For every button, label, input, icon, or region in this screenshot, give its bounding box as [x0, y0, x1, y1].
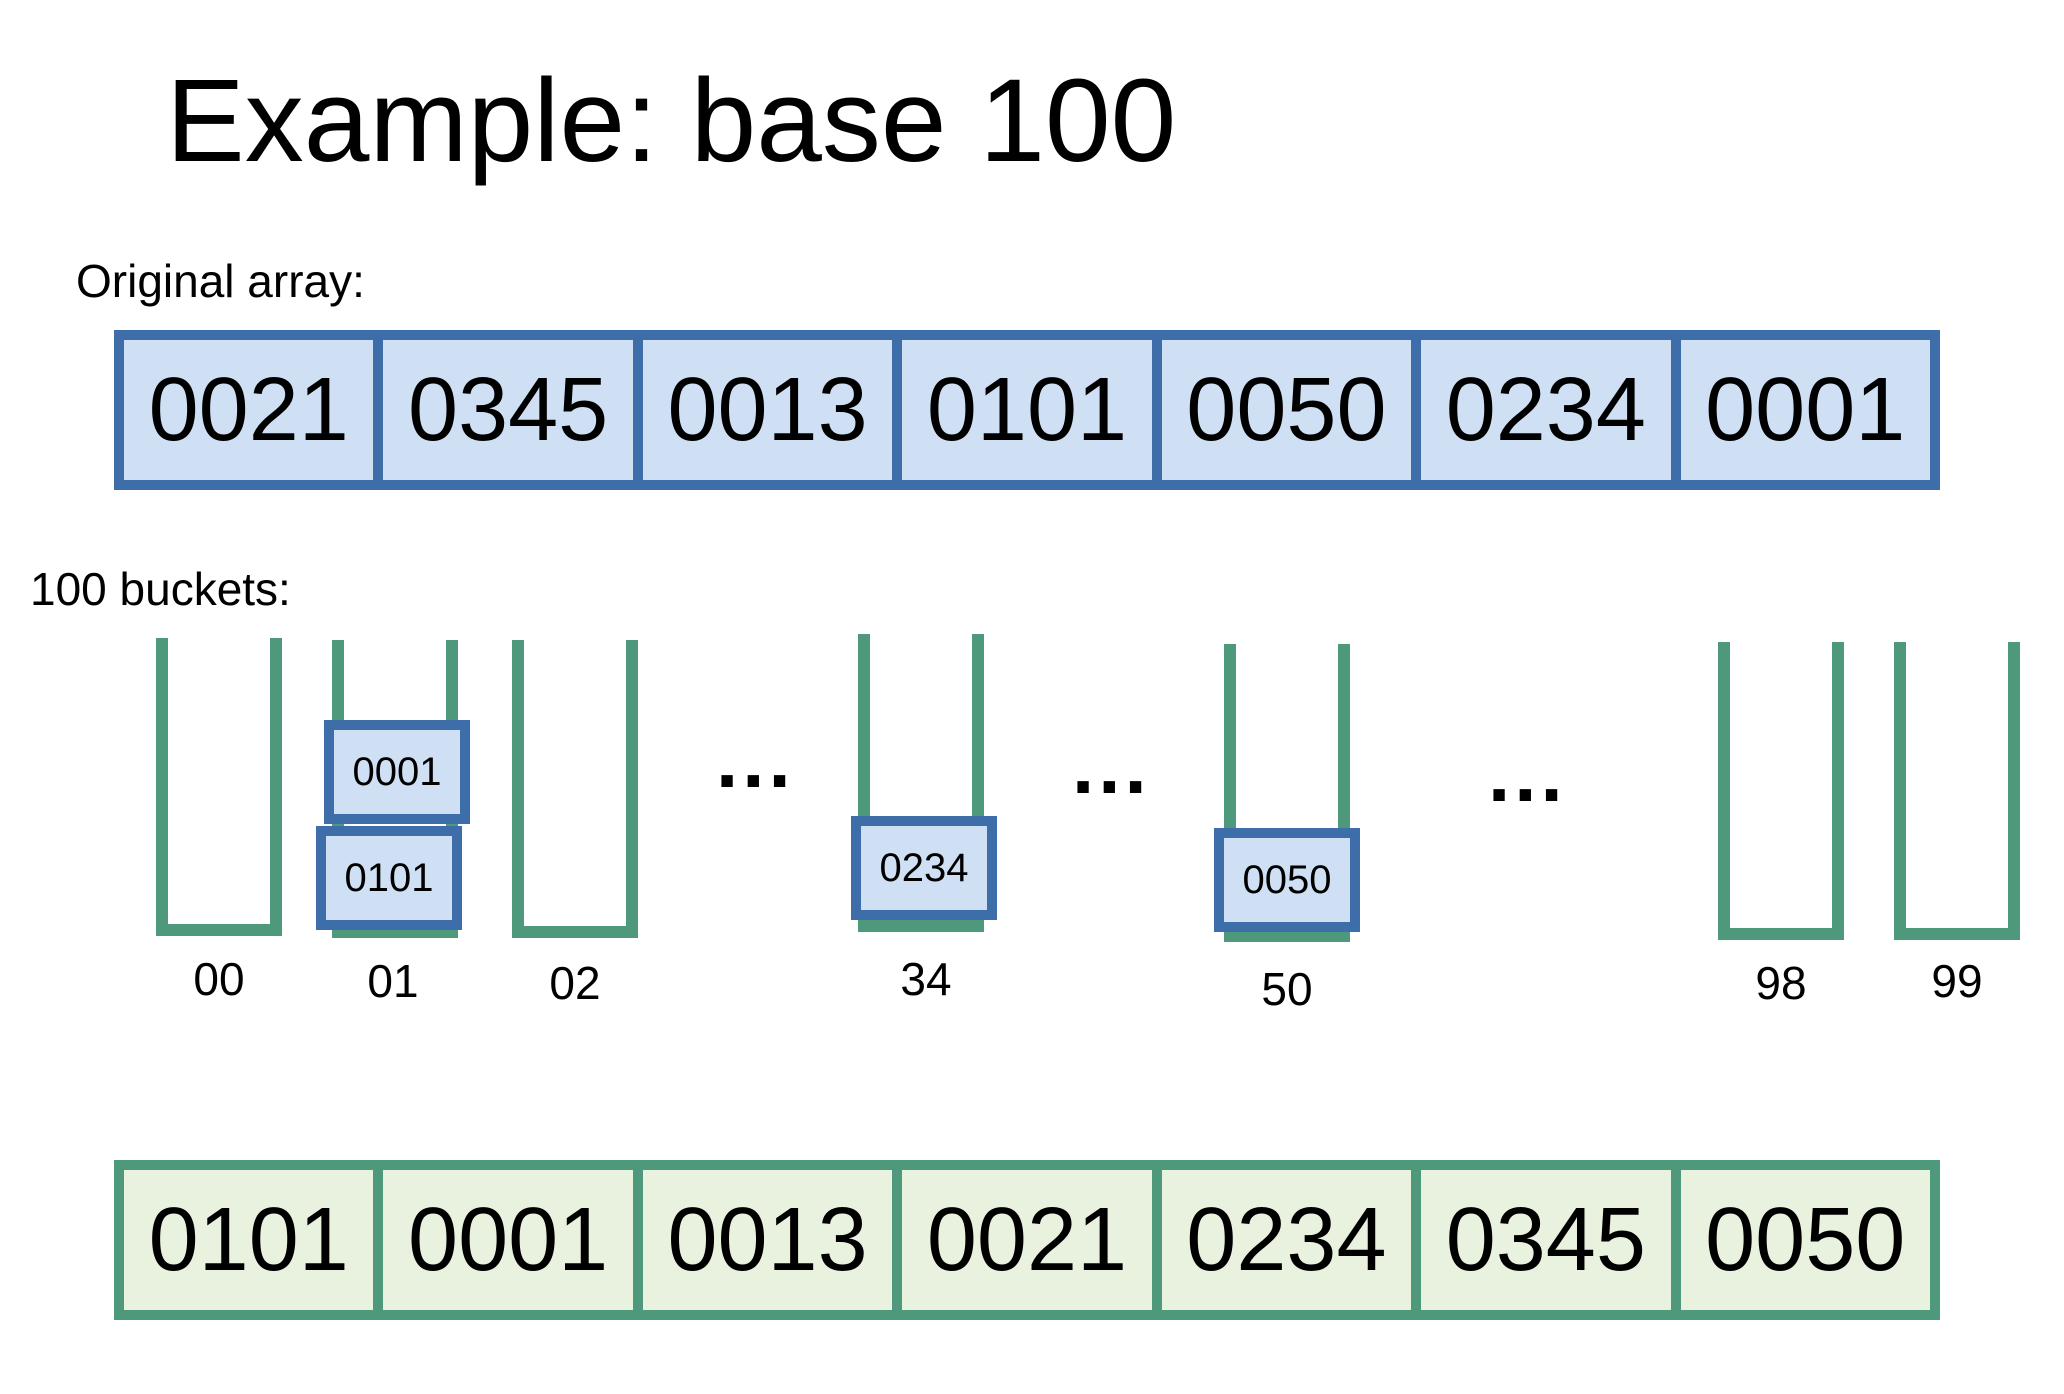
bucket-label-00: 00: [193, 953, 245, 1005]
sorted-cell: 0345: [1421, 1170, 1671, 1310]
original-cell: 0001: [1680, 340, 1930, 480]
bucket-label-34: 34: [900, 953, 952, 1005]
original-cell: 0345: [383, 340, 633, 480]
original-cell: 0013: [642, 340, 893, 480]
bucket-label-50: 50: [1261, 963, 1313, 1015]
ellipsis-2: ...: [1072, 721, 1151, 810]
bucket-00: [156, 638, 282, 936]
original-array-label: Original array:: [76, 255, 365, 307]
sorted-cell: 0101: [124, 1170, 374, 1310]
original-array: 0021 0345 0013 0101 0050 0234 0001: [114, 330, 1940, 490]
bucket-item: 0101: [316, 826, 462, 930]
sorted-cell: 0234: [1161, 1170, 1412, 1310]
ellipsis-1: ...: [716, 715, 795, 804]
bucket-item: 0234: [851, 816, 997, 920]
bucket-99: [1894, 642, 2020, 940]
slide-title: Example: base 100: [166, 55, 1177, 187]
original-cell: 0021: [124, 340, 374, 480]
sorted-array: 0101 0001 0013 0021 0234 0345 0050: [114, 1160, 1940, 1320]
original-cell: 0234: [1421, 340, 1671, 480]
sorted-cell: 0021: [902, 1170, 1152, 1310]
bucket-item: 0050: [1214, 828, 1360, 932]
sorted-cell: 0001: [383, 1170, 633, 1310]
bucket-label-01: 01: [367, 955, 419, 1007]
sorted-cell: 0013: [642, 1170, 893, 1310]
bucket-label-98: 98: [1755, 957, 1807, 1009]
bucket-item: 0001: [324, 720, 470, 824]
bucket-98: [1718, 642, 1844, 940]
original-cell: 0050: [1161, 340, 1412, 480]
ellipsis-3: ...: [1488, 729, 1567, 818]
bucket-label-02: 02: [549, 957, 601, 1009]
bucket-02: [512, 640, 638, 938]
sorted-cell: 0050: [1680, 1170, 1930, 1310]
bucket-label-99: 99: [1931, 955, 1983, 1007]
original-cell: 0101: [902, 340, 1152, 480]
buckets-label: 100 buckets:: [30, 563, 291, 615]
